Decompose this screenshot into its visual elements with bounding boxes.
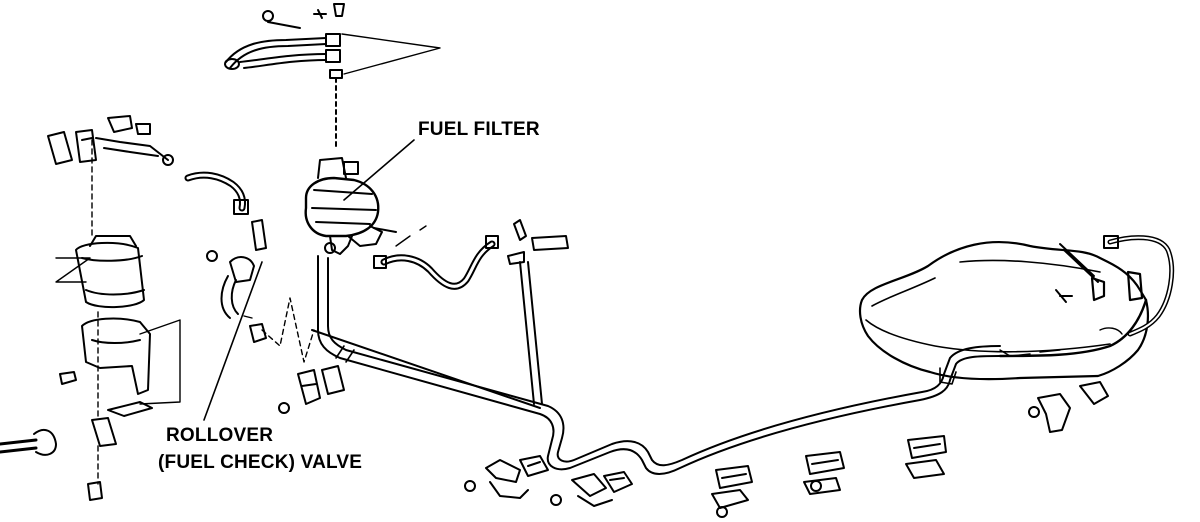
rollover-valve-hoses	[184, 171, 315, 363]
fuel-feed-lines	[311, 255, 1001, 475]
charcoal-canister-group	[0, 115, 181, 501]
rollover-valve-label-line2: (FUEL CHECK) VALVE	[158, 452, 363, 473]
fuel-filter-leader	[343, 139, 415, 201]
rollover-valve-leader	[203, 261, 263, 421]
leader-lines	[203, 139, 415, 421]
return-hose	[373, 219, 569, 290]
fuel-tank	[858, 240, 1149, 385]
top-pipe-group	[224, 3, 441, 75]
line-clamps	[278, 365, 1109, 518]
fuel-filter-label: FUEL FILTER	[418, 119, 540, 140]
rollover-valve-label-line1: ROLLOVER	[166, 425, 274, 446]
fuel-filter-assembly	[304, 69, 397, 255]
tank-filler-hoses	[998, 235, 1175, 358]
